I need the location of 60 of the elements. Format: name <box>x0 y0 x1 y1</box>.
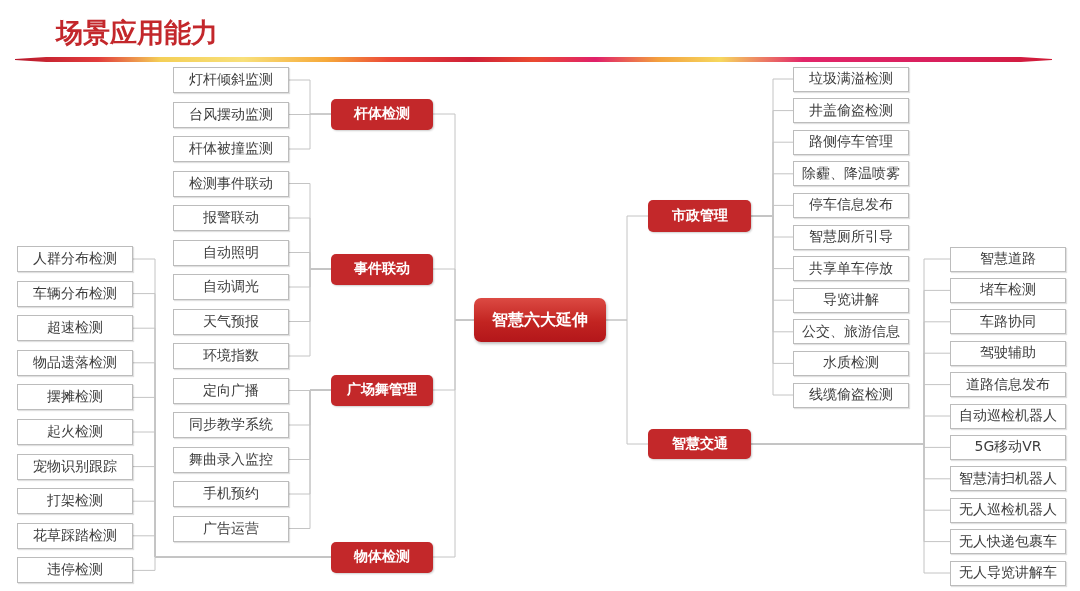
item-box: 超速检测 <box>17 315 133 342</box>
item-box: 灯杆倾斜监测 <box>173 67 289 93</box>
connector-line <box>288 268 332 357</box>
connector-line <box>288 389 332 529</box>
item-box: 智慧厕所引导 <box>793 224 909 250</box>
item-box: 智慧清扫机器人 <box>950 466 1066 492</box>
item-box: 违停检测 <box>17 557 133 584</box>
item-box: 广告运营 <box>173 515 289 542</box>
item-box: 堵车检测 <box>950 277 1066 303</box>
connector-line <box>750 215 794 396</box>
item-box: 无人快递包裹车 <box>950 529 1066 555</box>
item-box: 起火检测 <box>17 419 133 445</box>
item-box: 无人巡检机器人 <box>950 497 1066 523</box>
item-box: 线缆偷盗检测 <box>793 382 909 408</box>
item-box: 定向广播 <box>173 377 289 404</box>
category-box: 市政管理 <box>648 200 751 232</box>
item-box: 车辆分布检测 <box>17 280 133 307</box>
item-box: 杆体被撞监测 <box>173 136 289 162</box>
item-box: 同步教学系统 <box>173 412 289 438</box>
item-box: 驾驶辅助 <box>950 340 1066 366</box>
item-box: 路侧停车管理 <box>793 129 909 155</box>
item-box: 智慧道路 <box>950 246 1066 272</box>
item-box: 物品遗落检测 <box>17 349 133 376</box>
category-box: 事件联动 <box>331 253 433 285</box>
item-box: 5G移动VR <box>950 434 1066 460</box>
item-box: 手机预约 <box>173 481 289 507</box>
item-box: 报警联动 <box>173 205 289 231</box>
item-box: 车路协同 <box>950 309 1066 335</box>
page-title: 场景应用能力 <box>56 16 218 50</box>
item-box: 检测事件联动 <box>173 170 289 197</box>
connector-line <box>288 113 332 150</box>
item-box: 井盖偷盗检测 <box>793 98 909 124</box>
item-box: 宠物识别跟踪 <box>17 453 133 480</box>
item-box: 环境指数 <box>173 343 289 369</box>
item-box: 摆摊检测 <box>17 384 133 411</box>
category-box: 智慧交通 <box>648 429 751 459</box>
item-box: 导览讲解 <box>793 287 909 313</box>
item-box: 自动照明 <box>173 239 289 266</box>
item-box: 打架检测 <box>17 488 133 515</box>
category-box: 杆体检测 <box>331 98 433 130</box>
item-box: 无人导览讲解车 <box>950 560 1066 586</box>
connector-line <box>605 319 649 445</box>
category-box: 广场舞管理 <box>331 374 433 406</box>
center-box: 智慧六大延伸 <box>474 298 606 342</box>
item-box: 共享单车停放 <box>793 256 909 282</box>
item-box: 花草踩踏检测 <box>17 522 133 549</box>
category-box: 物体检测 <box>331 541 433 573</box>
item-box: 垃圾满溢检测 <box>793 66 909 92</box>
item-box: 自动巡检机器人 <box>950 403 1066 429</box>
item-box: 人群分布检测 <box>17 246 133 272</box>
item-box: 天气预报 <box>173 308 289 335</box>
item-box: 停车信息发布 <box>793 192 909 218</box>
item-box: 台风摆动监测 <box>173 101 289 128</box>
item-box: 公交、旅游信息 <box>793 319 909 345</box>
connector-line <box>132 556 332 571</box>
item-box: 除霾、降温喷雾 <box>793 161 909 187</box>
item-box: 道路信息发布 <box>950 372 1066 398</box>
item-box: 舞曲录入监控 <box>173 446 289 473</box>
item-box: 水质检测 <box>793 350 909 376</box>
item-box: 自动调光 <box>173 274 289 300</box>
